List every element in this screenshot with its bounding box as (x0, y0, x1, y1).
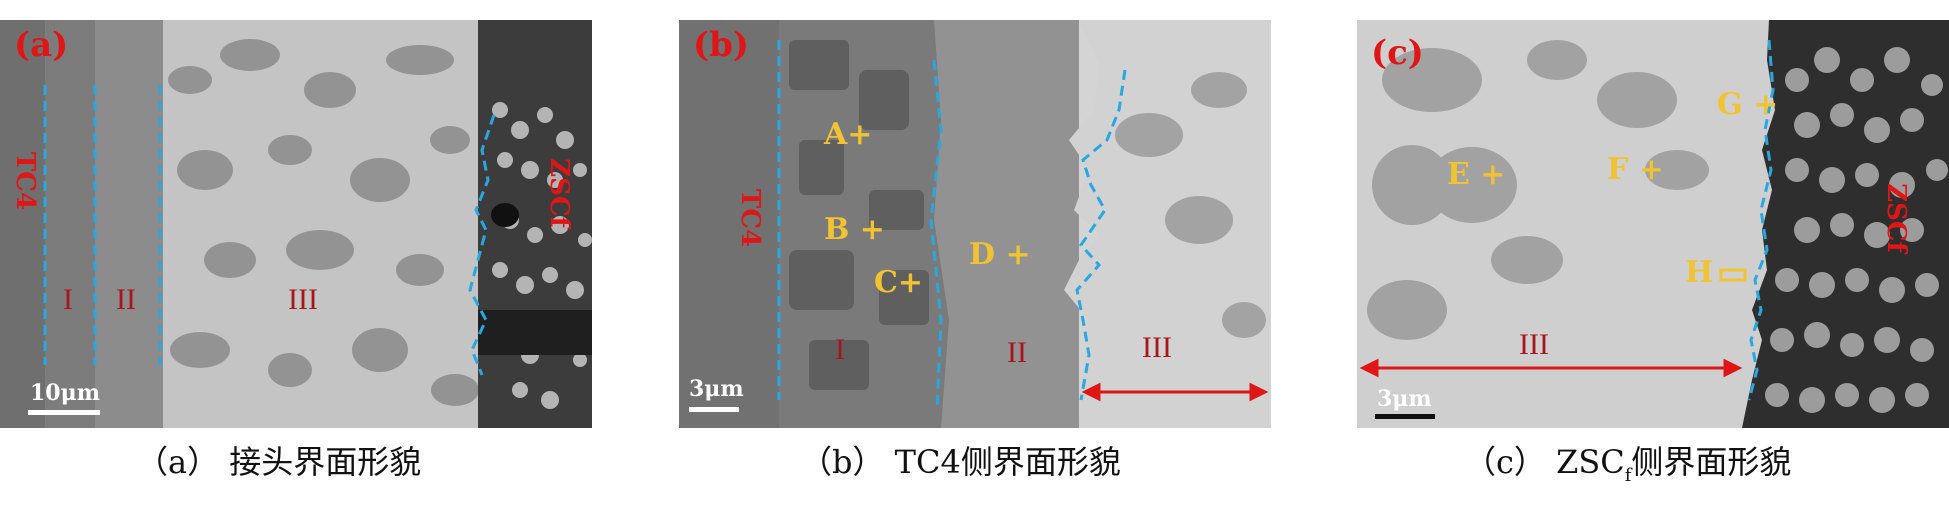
point-label-h: H (1685, 255, 1714, 290)
micrograph-a-image (0, 20, 592, 428)
caption-index: （a） (136, 443, 220, 481)
micrograph-panel-c: (c) ZSCf G + E + F + H III 3μm (1357, 20, 1949, 428)
region-label-iii: III (1519, 328, 1549, 361)
material-label-zscf: ZSCf (543, 158, 574, 228)
region-label-ii: II (1007, 336, 1027, 369)
region-label-i: I (63, 283, 73, 316)
scale-bar-label: 3μm (689, 376, 744, 402)
material-label-zscf: ZSCf (1880, 183, 1911, 253)
scale-bar (28, 410, 100, 415)
caption-index: （b） (800, 443, 885, 481)
caption-text-sub: f (1624, 465, 1632, 486)
micrograph-c-image (1357, 20, 1949, 428)
caption-text-main: ZSC (1556, 443, 1625, 481)
point-label-c: C+ (874, 265, 924, 300)
point-label-g: G + (1717, 87, 1779, 122)
panel-letter: (c) (1371, 33, 1424, 73)
panel-letter: (a) (14, 25, 69, 65)
region-label-iii: III (288, 283, 318, 316)
material-label-tc4: TC4 (10, 151, 41, 211)
panel-letter: (b) (693, 25, 749, 65)
caption-text-rest: 侧界面形貌 (1631, 443, 1792, 481)
caption-b: （b） TC4侧界面形貌 (800, 446, 1121, 478)
point-label-f: F + (1607, 152, 1664, 187)
caption-text: TC4侧界面形貌 (894, 443, 1121, 481)
point-label-b: B + (824, 212, 885, 247)
scale-bar (689, 407, 739, 412)
region-label-ii: II (116, 283, 136, 316)
scale-bar-label: 3μm (1377, 386, 1432, 412)
caption-index: （c） (1464, 443, 1546, 481)
caption-a: （a） 接头界面形貌 (136, 446, 421, 478)
point-label-a: A+ (824, 117, 873, 152)
scale-bar-label: 10μm (30, 380, 100, 406)
scale-bar (1375, 414, 1435, 419)
region-label-i: I (835, 333, 845, 366)
material-label-tc4: TC4 (735, 188, 766, 248)
caption-text: 接头界面形貌 (229, 443, 422, 481)
micrograph-b-image (679, 20, 1271, 428)
region-label-iii: III (1142, 331, 1172, 364)
point-label-d: D + (969, 237, 1031, 272)
caption-c: （c） ZSCf侧界面形貌 (1464, 443, 1792, 485)
micrograph-panel-b: (b) TC4 A+ B + C+ D + I II III 3μm (679, 20, 1271, 428)
micrograph-panel-a: (a) TC4 ZSCf I II III 10μm (0, 20, 592, 428)
point-label-e: E + (1447, 157, 1506, 192)
